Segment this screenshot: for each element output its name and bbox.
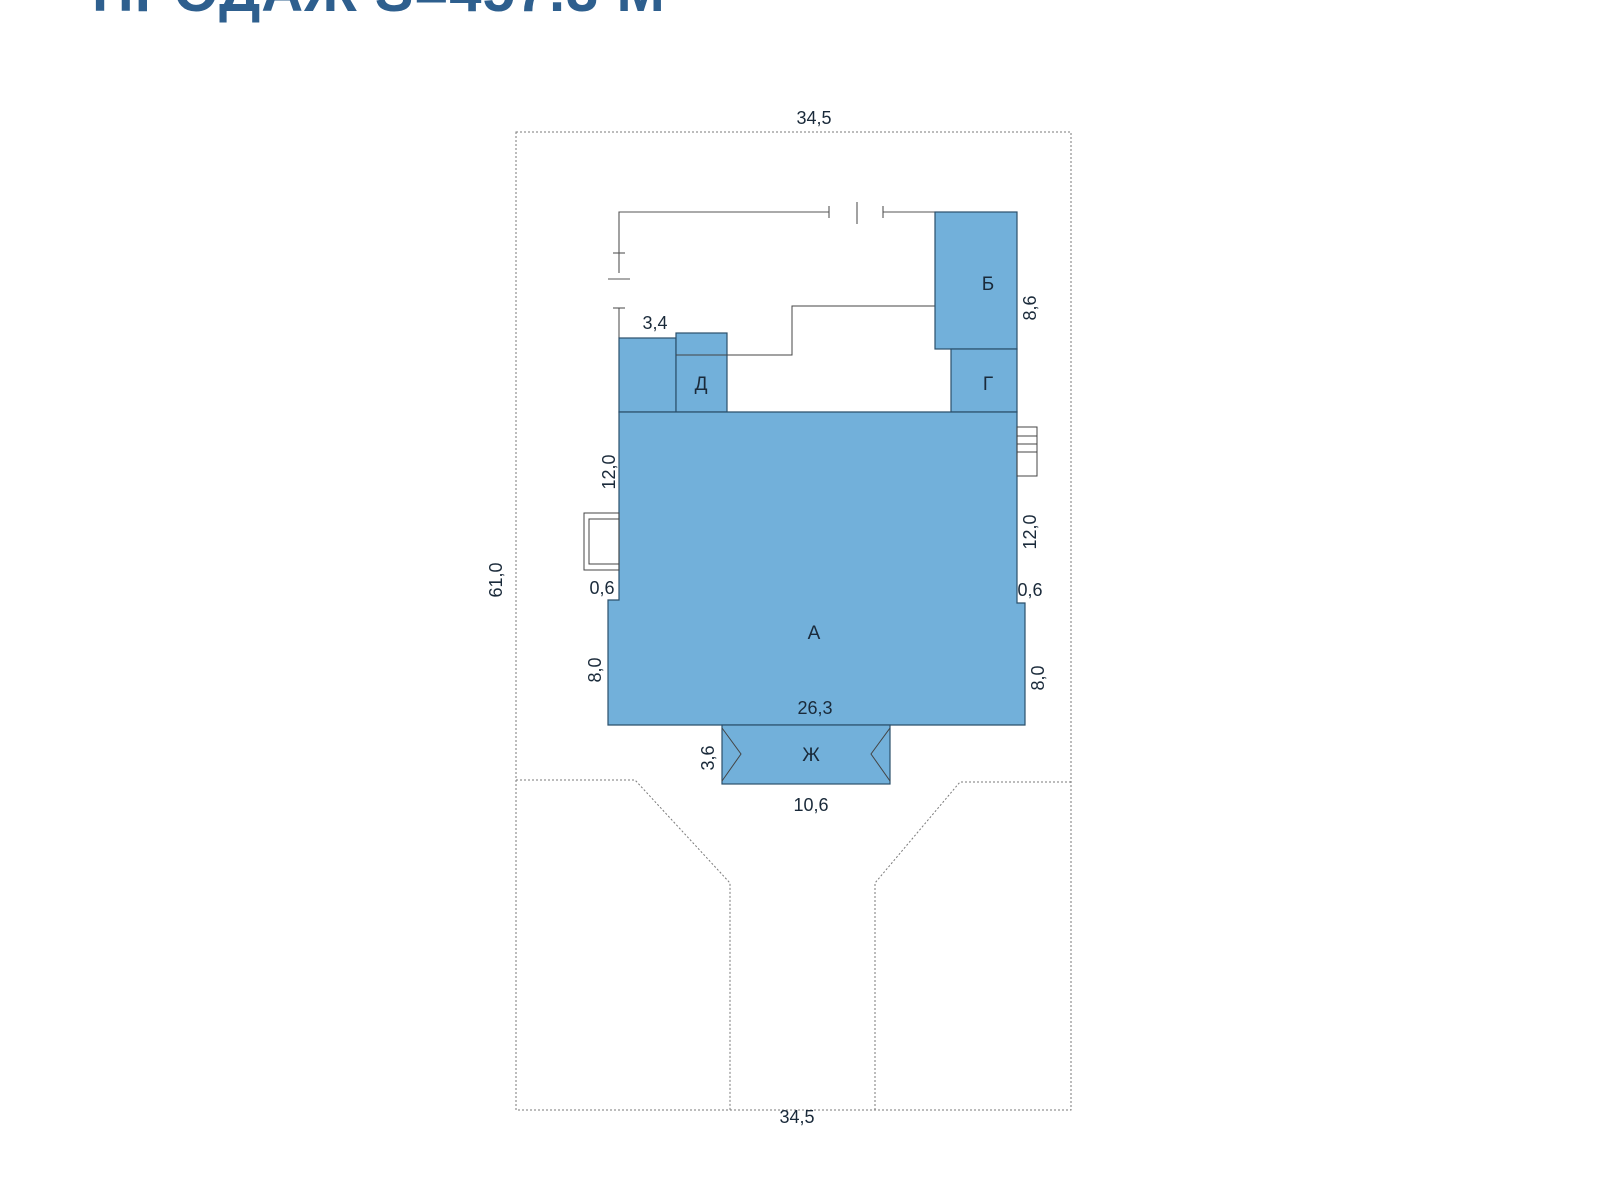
dim-a-right-lower: 8,0 [1028, 665, 1048, 690]
dim-a-left-upper: 12,0 [599, 454, 619, 489]
dim-d-width: 3,4 [642, 313, 667, 333]
page-title: ПРОДАЖ S=457.3 М [92, 0, 666, 25]
building-a [607, 411, 1026, 726]
label-d: Д [695, 374, 708, 395]
dim-a-right-upper: 12,0 [1020, 514, 1040, 549]
building-g [950, 348, 1018, 413]
dim-zh-height: 3,6 [698, 745, 718, 770]
building-b [934, 211, 1018, 350]
dim-a-right-step: 0,6 [1017, 580, 1042, 600]
building-d-left [618, 337, 677, 413]
left-yard-outline [516, 779, 731, 1110]
label-b: Б [982, 274, 994, 295]
building-zh [721, 724, 891, 785]
dim-b-height: 8,6 [1020, 295, 1040, 320]
connector-line [727, 305, 935, 356]
label-zh: Ж [802, 745, 820, 766]
plot-boundary [515, 131, 1072, 1111]
dim-zh-width: 10,6 [793, 795, 828, 815]
dim-a-width: 26,3 [797, 698, 832, 718]
dim-a-left-step: 0,6 [589, 578, 614, 598]
dim-plot-depth: 61,0 [486, 562, 506, 597]
dim-a-left-lower: 8,0 [585, 657, 605, 682]
dim-plot-bottom: 34,5 [779, 1107, 814, 1127]
label-g: Г [983, 374, 993, 395]
fence-top-left [618, 211, 829, 273]
label-a: А [808, 623, 821, 644]
right-yard-outline [874, 781, 1071, 1110]
building-d [675, 332, 728, 413]
dim-plot-top: 34,5 [796, 108, 831, 128]
